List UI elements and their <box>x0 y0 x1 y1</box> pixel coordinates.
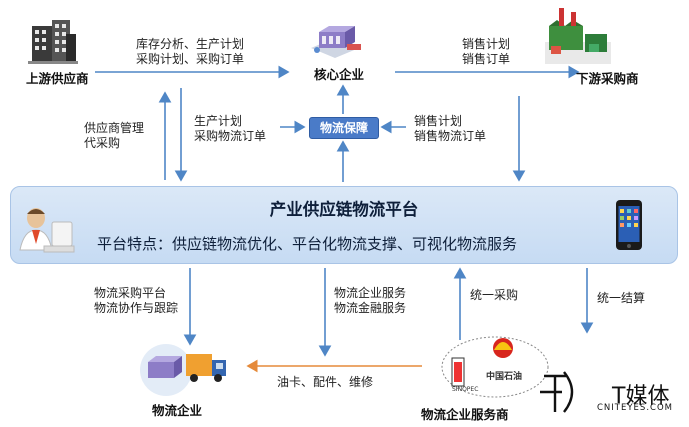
downstream-buyer-label: 下游采购商 <box>576 71 639 86</box>
t-media-watermark-sub: CNITEYES.COM <box>597 403 673 413</box>
flow-upstream-core-text: 库存分析、生产计划 采购计划、采购订单 <box>136 37 245 66</box>
platform-features: 平台特点：供应链物流优化、平台化物流支撑、可视化物流服务 <box>97 235 518 253</box>
logistics-service-provider-label: 物流企业服务商 <box>421 407 509 422</box>
flow-supplier-mgmt-text: 供应商管理 代采购 <box>84 121 145 150</box>
t-media-logo-icon <box>540 371 574 413</box>
core-factory-icon <box>311 26 361 58</box>
sinopec-logo-text: SINOPEC <box>452 386 479 393</box>
upstream-supplier-label: 上游供应商 <box>26 71 89 86</box>
service-provider-logos-icon <box>441 336 549 398</box>
logistics-truck-icon <box>140 344 226 396</box>
flow-production-purchase-text: 生产计划 采购物流订单 <box>194 114 267 143</box>
flow-core-downstream-text: 销售计划 销售订单 <box>462 37 511 66</box>
logistics-enterprise-label: 物流企业 <box>152 403 203 418</box>
flow-sales-guarantee-text: 销售计划 销售物流订单 <box>414 114 487 143</box>
logistics-guarantee-box: 物流保障 <box>309 117 379 139</box>
flow-logistics-purchase-text: 物流采购平台 物流协作与跟踪 <box>94 286 179 315</box>
downstream-factory-icon <box>545 8 611 64</box>
flow-unified-settlement-text: 统一结算 <box>597 291 646 305</box>
upstream-building-icon <box>28 20 78 64</box>
core-enterprise-label: 核心企业 <box>314 67 365 82</box>
platform-title: 产业供应链物流平台 <box>269 200 419 219</box>
flow-fuel-parts-text: 油卡、配件、维修 <box>277 375 374 389</box>
smartphone-icon <box>616 200 642 250</box>
cnpc-logo-text: 中国石油 <box>486 372 523 382</box>
supply-chain-platform-panel: 产业供应链物流平台 平台特点：供应链物流优化、平台化物流支撑、可视化物流服务 <box>10 186 678 264</box>
flow-unified-purchase-text: 统一采购 <box>470 288 519 302</box>
person-at-computer-icon <box>19 208 75 253</box>
flow-logistics-service-text: 物流企业服务 物流金融服务 <box>334 286 407 315</box>
t-media-watermark: T媒体 <box>612 384 670 409</box>
